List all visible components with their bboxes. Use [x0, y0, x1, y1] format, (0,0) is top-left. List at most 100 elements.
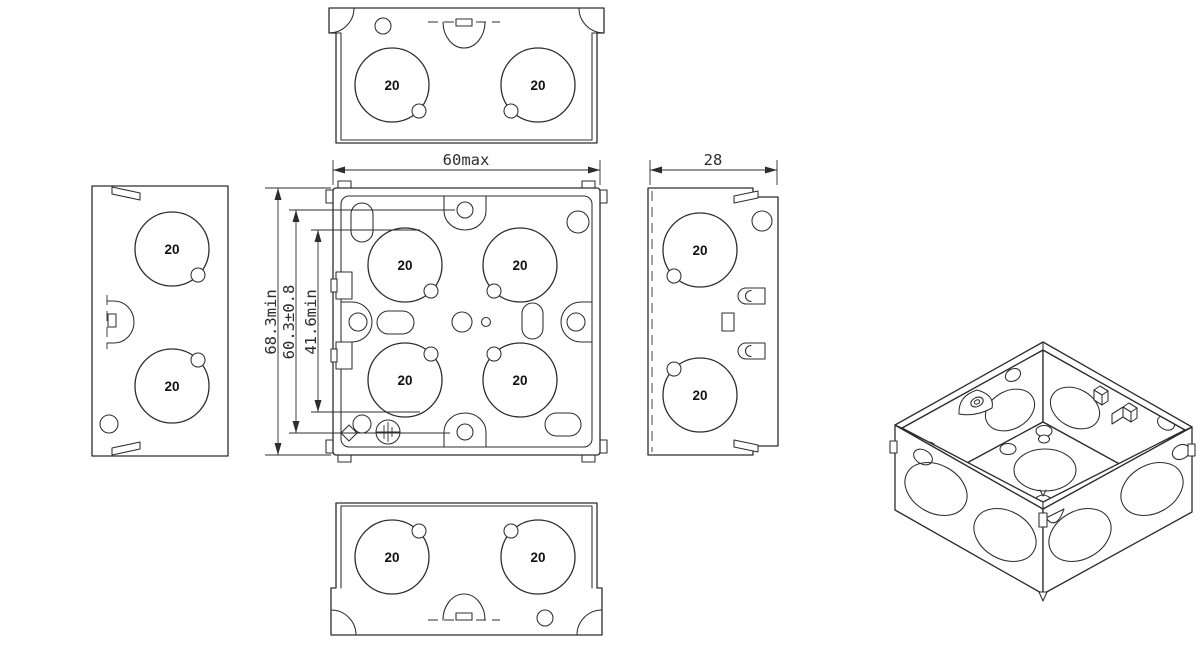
diamond-knockout	[340, 424, 358, 442]
screw-hole	[374, 17, 392, 35]
wall-tab	[335, 271, 353, 300]
side-lug	[340, 301, 373, 343]
dimension-label: 60.3±0.8	[280, 285, 298, 360]
cable-clamp-slot	[721, 312, 735, 332]
left-side-view: 20 20	[91, 185, 229, 457]
screw-hole	[456, 423, 474, 441]
knockout: 20	[662, 212, 738, 288]
screw-hole	[536, 609, 554, 627]
screw-hole	[99, 414, 119, 434]
corner-fold-arc	[330, 609, 357, 636]
corner-fold-arc	[576, 609, 603, 636]
corner-tab-iso	[889, 440, 898, 454]
knockout-label: 20	[384, 78, 399, 93]
fixing-lug	[106, 300, 135, 344]
knockout-label: 20	[512, 373, 527, 388]
bent-tab	[111, 441, 141, 456]
adjustment-slot	[376, 310, 415, 335]
screw-hole	[352, 414, 372, 434]
screw-hole	[456, 201, 474, 219]
lug-slot	[737, 342, 766, 360]
knockout: 20	[500, 47, 576, 123]
dimension-label: 28	[704, 151, 723, 169]
knockout-label: 20	[397, 258, 412, 273]
top-view: 20 20	[328, 7, 605, 144]
knockout-label: 20	[530, 78, 545, 93]
bottom-view: 20 20	[330, 502, 603, 636]
dimension-side-depth: 28	[649, 151, 778, 185]
wall-tab	[330, 348, 338, 363]
knockout: 20	[367, 227, 443, 303]
lug-slot	[737, 287, 766, 305]
knockout: 20	[354, 519, 430, 595]
knockout-label: 20	[164, 242, 179, 257]
knockout-label: 20	[512, 258, 527, 273]
rim-notch	[1045, 508, 1065, 524]
pilot-dimple	[486, 283, 502, 299]
corner-fold-arc	[578, 7, 605, 34]
pilot-dimple	[666, 268, 682, 284]
knockout-label: 20	[692, 388, 707, 403]
bent-tab	[111, 186, 141, 201]
corner-seam-tab	[1038, 512, 1048, 528]
dimension-overall-height: 68.3min	[262, 187, 331, 456]
pilot-dimple	[503, 523, 519, 539]
screw-hole	[751, 210, 773, 232]
earth-symbol-icon	[375, 419, 401, 445]
pilot-dimple	[423, 346, 439, 362]
pilot-dimple	[666, 361, 682, 377]
dimension-front-width: 60max	[332, 151, 601, 185]
knockout: 20	[367, 342, 443, 418]
knockout-label: 20	[692, 243, 707, 258]
knockout: 20	[482, 227, 558, 303]
dimension-label: 41.6min	[302, 289, 320, 354]
fixing-lug	[443, 412, 487, 448]
box-inner-wall	[340, 195, 593, 448]
dimension-label: 68.3min	[262, 289, 280, 354]
knockout: 20	[134, 348, 210, 424]
knockout-iso	[1048, 507, 1112, 563]
fixing-lug	[442, 21, 486, 49]
pilot-dimple	[486, 346, 502, 362]
knockout: 20	[500, 519, 576, 595]
bent-tab	[733, 439, 759, 453]
adjustment-slot	[544, 412, 582, 437]
dimension-fixing-centres: 60.3±0.8	[280, 210, 300, 433]
pilot-dimple	[190, 352, 206, 368]
knockout: 20	[482, 342, 558, 418]
pilot-dimple	[411, 103, 427, 119]
pilot-dimple	[190, 267, 206, 283]
corner-fold-arc	[328, 7, 355, 34]
center-hole	[451, 311, 473, 333]
adjustment-slot	[521, 302, 544, 340]
knockout-iso	[984, 388, 1036, 432]
box-outline	[332, 187, 601, 456]
adjustment-slot	[350, 202, 374, 243]
bent-tab	[733, 190, 759, 204]
screw-hole	[566, 312, 586, 332]
screw-hole	[566, 210, 590, 234]
knockout-label: 20	[164, 379, 179, 394]
side-lug	[560, 301, 593, 343]
knockout-label: 20	[397, 373, 412, 388]
dimension-inner-clearance: 41.6min	[302, 230, 322, 412]
knockout-iso	[1049, 386, 1101, 430]
bent-tab-iso	[1093, 385, 1138, 425]
wall-tab	[330, 278, 338, 293]
dimension-label: 60max	[443, 151, 490, 169]
center-hole-small	[480, 316, 492, 328]
wall-tab	[335, 341, 353, 370]
isometric-view	[889, 341, 1196, 602]
right-side-view: 20 20	[647, 187, 779, 456]
screw-hole	[348, 312, 368, 332]
knockout-iso	[904, 461, 968, 517]
knockout: 20	[134, 211, 210, 287]
corner-tab-iso	[1187, 443, 1196, 457]
fixing-lug-iso	[958, 389, 993, 416]
knockout: 20	[354, 47, 430, 123]
pilot-dimple	[503, 103, 519, 119]
knockout-label: 20	[530, 550, 545, 565]
knockout: 20	[662, 357, 738, 433]
